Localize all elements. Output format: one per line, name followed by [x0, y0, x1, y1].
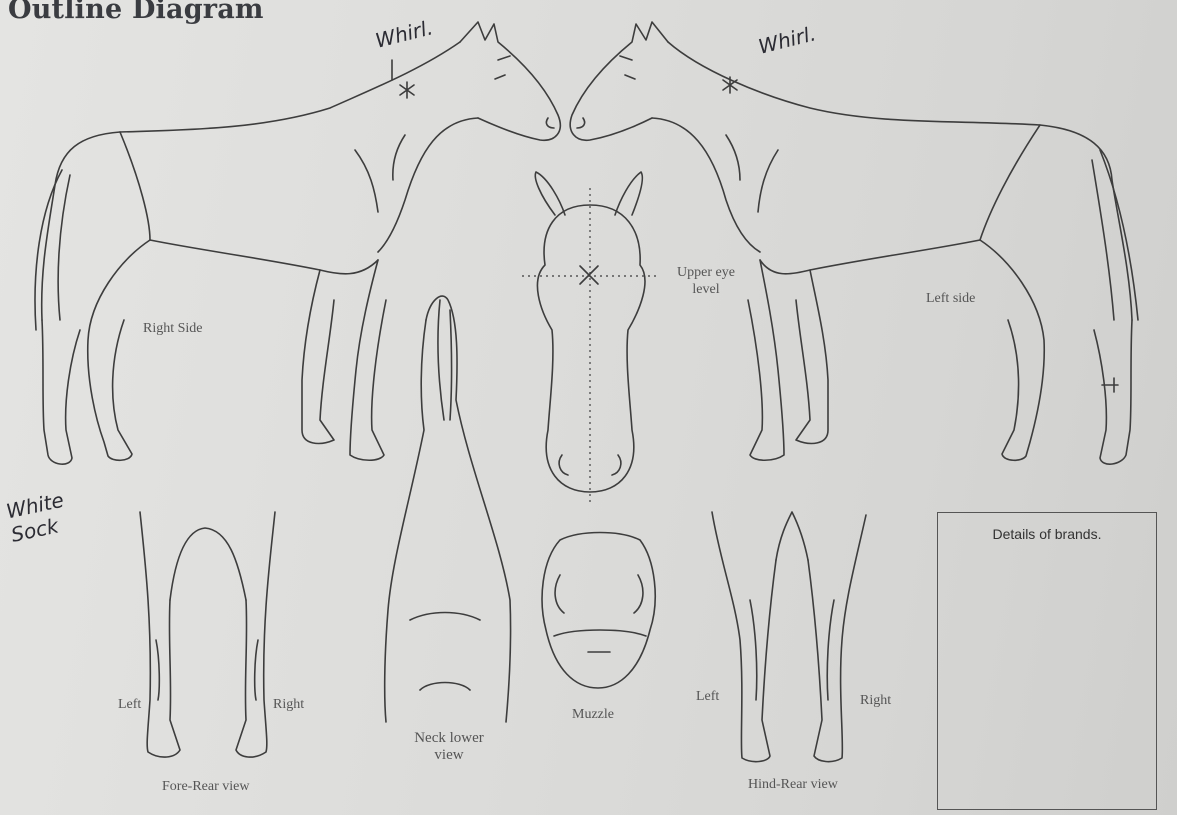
hind-rear-view-outline — [712, 512, 866, 762]
upper-eye-level-label: Upper eye level — [666, 264, 746, 298]
horse-left-side-outline — [570, 22, 1138, 464]
right-side-label: Right Side — [143, 320, 203, 337]
hind-rear-view-label: Hind-Rear view — [748, 776, 838, 793]
fore-right-label: Right — [273, 696, 304, 713]
hind-right-label: Right — [860, 692, 891, 709]
muzzle-label: Muzzle — [572, 706, 614, 723]
neck-lower-view-outline — [385, 296, 511, 722]
fore-left-label: Left — [118, 696, 141, 713]
neck-lower-view-label: Neck lower view — [404, 730, 494, 764]
fore-rear-view-outline — [140, 512, 275, 757]
left-side-label: Left side — [926, 290, 975, 307]
head-front-view-outline — [522, 172, 658, 505]
brands-details-box[interactable]: Details of brands. — [937, 512, 1157, 810]
fore-rear-view-label: Fore-Rear view — [162, 778, 249, 795]
brands-box-title: Details of brands. — [938, 526, 1156, 542]
hind-left-label: Left — [696, 688, 719, 705]
muzzle-outline — [542, 533, 655, 689]
horse-right-side-outline — [35, 22, 560, 464]
